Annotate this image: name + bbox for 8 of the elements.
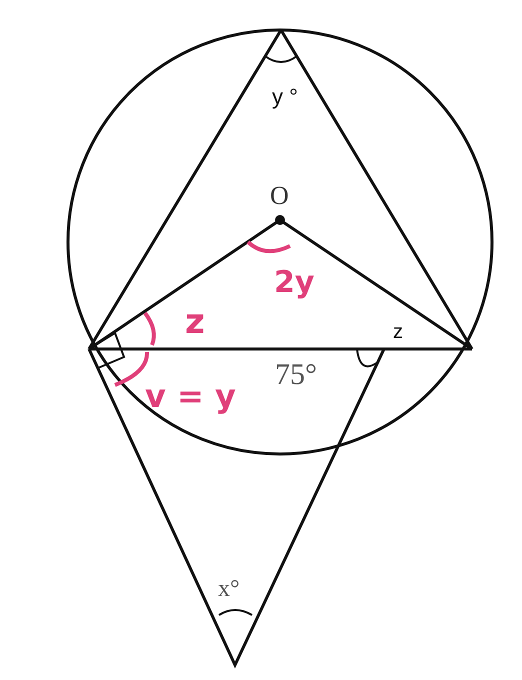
- center-label: O: [270, 183, 289, 209]
- angle-label: y °: [272, 86, 298, 108]
- angle-label: z: [393, 322, 403, 342]
- angle-label: z: [185, 305, 205, 339]
- angle-label: 2y: [274, 268, 314, 298]
- angle-label: x°: [218, 577, 240, 601]
- angle-label: v = y: [145, 380, 236, 412]
- angle-label: 75°: [275, 360, 317, 390]
